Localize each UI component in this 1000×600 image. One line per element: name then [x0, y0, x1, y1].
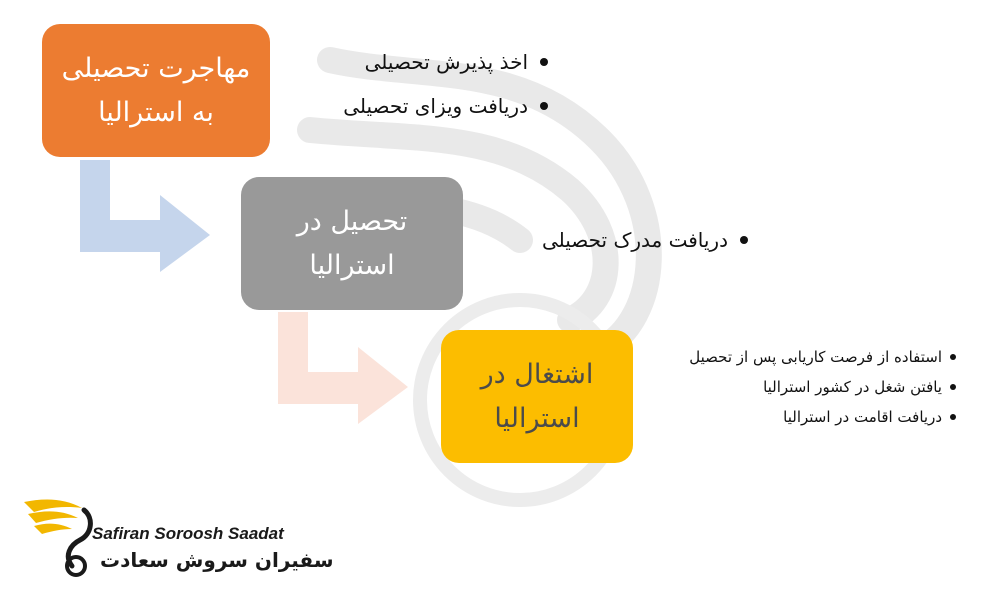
- step-3-label: اشتغال در استرالیا: [480, 358, 594, 434]
- step-box-2: تحصیل در استرالیا: [241, 177, 463, 310]
- bullet-item: دریافت ویزای تحصیلی: [343, 84, 548, 128]
- arrow-step2-to-step3: [278, 312, 408, 424]
- bullet-item: دریافت اقامت در استرالیا: [689, 402, 956, 432]
- step-box-1: مهاجرت تحصیلی به استرالیا: [42, 24, 270, 157]
- swan-logo-icon: [24, 499, 93, 577]
- bullet-item: استفاده از فرصت کاریابی پس از تحصیل: [689, 342, 956, 372]
- bullet-item: دریافت مدرک تحصیلی: [542, 218, 749, 262]
- company-logo: Safiran Soroosh Saadat سفیران سروش سعادت: [22, 492, 334, 582]
- step-box-3: اشتغال در استرالیا: [441, 330, 633, 463]
- step-2-bullet-list: دریافت مدرک تحصیلی: [542, 218, 749, 262]
- logo-persian-text: سفیران سروش سعادت: [100, 548, 334, 572]
- step-1-bullet-list: اخذ پذیرش تحصیلی دریافت ویزای تحصیلی: [343, 40, 548, 128]
- bullet-item: اخذ پذیرش تحصیلی: [343, 40, 548, 84]
- step-2-label: تحصیل در استرالیا: [296, 205, 408, 281]
- logo-english-text: Safiran Soroosh Saadat: [92, 524, 284, 543]
- bullet-item: یافتن شغل در کشور استرالیا: [689, 372, 956, 402]
- step-1-label: مهاجرت تحصیلی به استرالیا: [61, 52, 251, 128]
- arrow-step1-to-step2: [80, 160, 210, 272]
- step-3-bullet-list: استفاده از فرصت کاریابی پس از تحصیل یافت…: [689, 342, 956, 432]
